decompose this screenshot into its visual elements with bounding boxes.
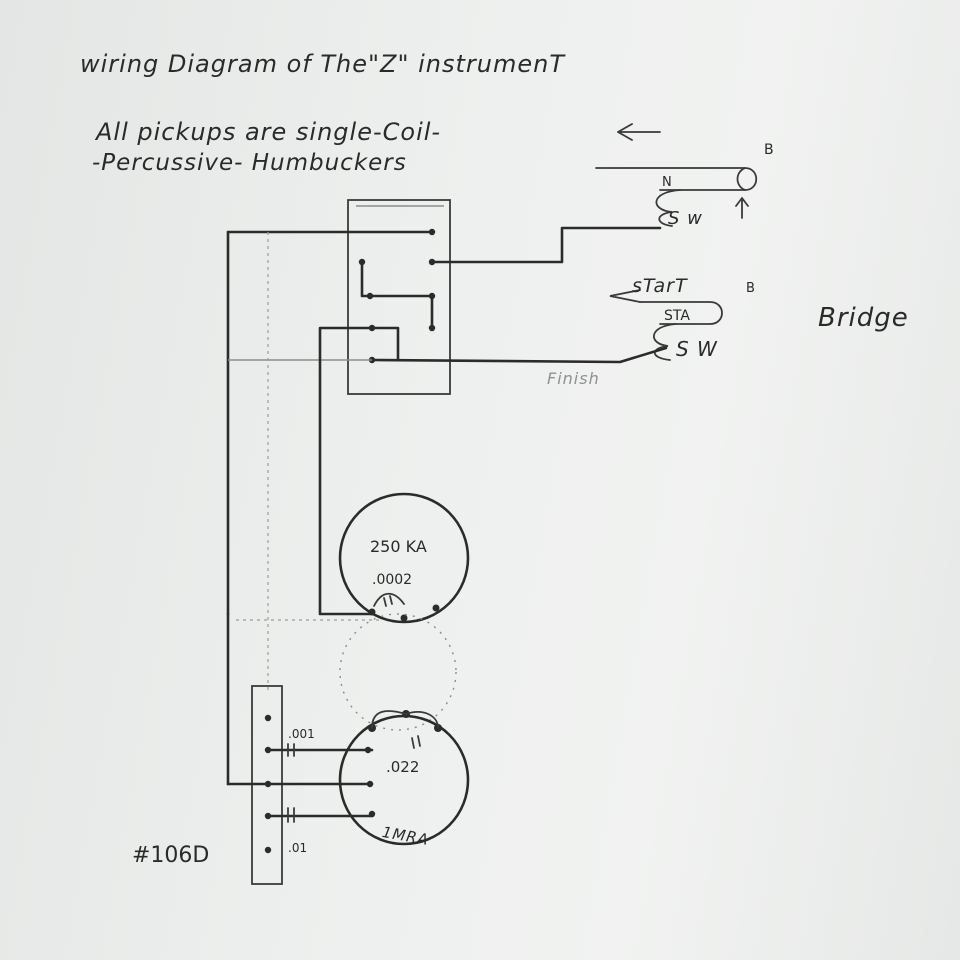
pickup-sta-label: STA <box>664 308 690 324</box>
volume-pot: 250 KA .0002 <box>338 492 470 624</box>
tone-pot-value: 1MRA <box>381 823 431 849</box>
part-number: #106D <box>132 843 209 868</box>
neck-pickup: N S w B <box>595 142 774 229</box>
pickup-bottom-south-west-label: S W <box>676 337 718 361</box>
rotary-cap-2: .01 <box>288 841 307 855</box>
pickup-selector-switch <box>347 199 451 395</box>
pickup-bridge-tag: B <box>764 142 774 158</box>
pickup-finish-label: Finish <box>547 369 600 388</box>
volume-pot-value: 250 KA <box>370 537 427 556</box>
note-line-1: All pickups are single-Coil- <box>94 118 441 146</box>
tone-pot-cap: .022 <box>386 758 419 776</box>
pickup-south-west-label: S w <box>668 208 703 229</box>
pickup-bottom-bridge-tag: B <box>746 281 755 296</box>
volume-pot-cap: .0002 <box>372 572 412 588</box>
rotary-cap-1: .001 <box>288 727 315 741</box>
bridge-pickup: sTarT B STA S W Finish <box>547 275 755 388</box>
up-arrow-icon <box>735 197 749 219</box>
pickup-start-label: sTarT <box>632 275 688 297</box>
left-arrow-icon <box>617 123 661 141</box>
note-line-2: -Percussive- Humbuckers <box>92 150 407 176</box>
tone-pot: .022 1MRA <box>338 710 470 849</box>
bridge-label: Bridge <box>818 303 909 333</box>
diagram-title: wiring Diagram of The"Z" instrumenT <box>80 50 566 78</box>
pickup-north-label: N <box>662 175 672 190</box>
